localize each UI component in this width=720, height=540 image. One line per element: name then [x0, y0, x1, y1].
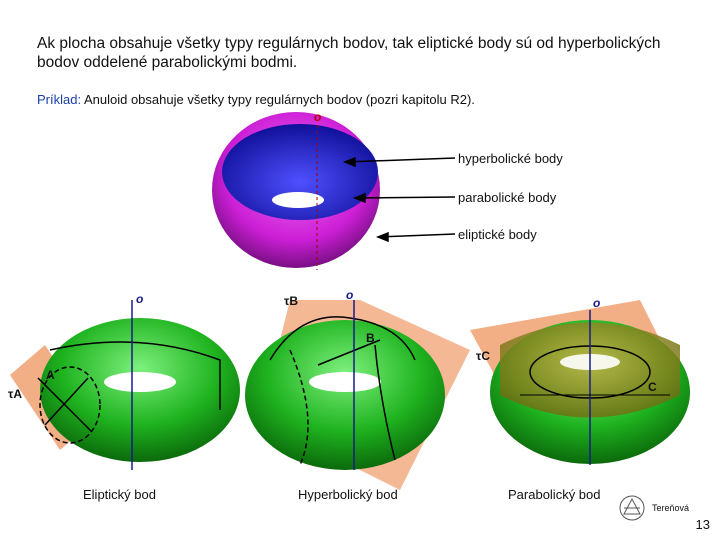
- top-axis-label: o: [314, 110, 322, 124]
- torus-hyperbolic: [245, 300, 470, 490]
- elliptic-caption: Eliptický bod: [83, 487, 156, 502]
- callout-hyperbolic: hyperbolické body: [458, 151, 563, 166]
- example-text: Anuloid obsahuje všetky typy regulárnych…: [81, 92, 475, 107]
- example-label: Príklad:: [37, 92, 82, 107]
- parabolic-axis-label: o: [593, 296, 601, 310]
- hyperbolic-point-label: B: [366, 331, 375, 345]
- example-line: Príklad: Anuloid obsahuje všetky typy re…: [37, 92, 475, 107]
- callout-elliptic: eliptické body: [458, 227, 537, 242]
- callout-parabolic: parabolické body: [458, 190, 557, 205]
- elliptic-point-label: A: [46, 368, 55, 382]
- torus-parabolic: [470, 300, 690, 465]
- hyperbolic-plane-label: τB: [284, 294, 299, 308]
- author-name: Tereňová: [652, 503, 690, 513]
- intro-text: Ak plocha obsahuje všetky typy regulárny…: [37, 35, 661, 71]
- hyperbolic-caption: Hyperbolický bod: [298, 487, 398, 502]
- hyperbolic-axis-label: o: [346, 288, 354, 302]
- elliptic-plane-label: τA: [8, 387, 23, 401]
- parabolic-caption: Parabolický bod: [508, 487, 601, 502]
- parabolic-point-label: C: [648, 380, 657, 394]
- callout-arrows: [342, 156, 456, 243]
- top-torus: [212, 112, 380, 270]
- torus-elliptic: [10, 300, 240, 470]
- page-number: 13: [695, 517, 710, 532]
- author-logo-icon: [619, 495, 645, 521]
- elliptic-axis-label: o: [136, 292, 144, 306]
- parabolic-plane-label: τC: [476, 349, 491, 363]
